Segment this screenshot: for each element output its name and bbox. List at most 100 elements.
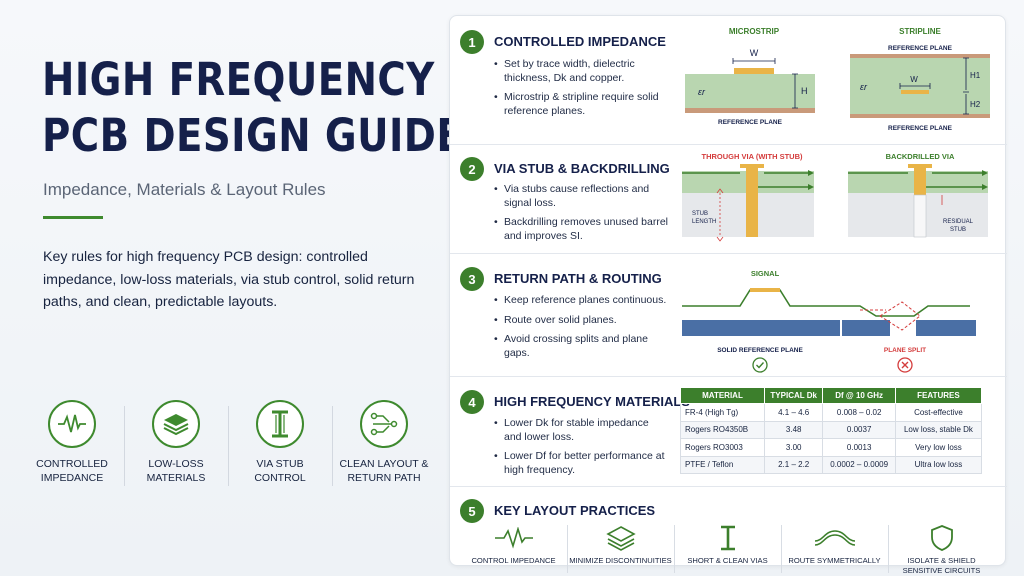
practice-label: CONTROL IMPEDANCE <box>471 556 556 565</box>
section-materials: 4 HIGH FREQUENCY MATERIALS Lower Dk for … <box>450 376 1007 486</box>
bullet-item: Set by trace width, dielectric thickness… <box>494 58 669 85</box>
via-icon <box>720 525 735 551</box>
section-return-path: 3 RETURN PATH & ROUTING Keep reference p… <box>450 253 1007 376</box>
via-icon <box>272 410 288 438</box>
layers-icon <box>163 414 189 436</box>
column-header: FEATURES <box>894 387 983 404</box>
stub-length-label-1: STUB <box>692 211 708 217</box>
stripline-plane-top-label: REFERENCE PLANE <box>888 45 953 52</box>
section-number: 5 <box>460 499 484 523</box>
bullet-list: Lower Dk for stable impedance and lower … <box>494 417 669 483</box>
title-divider <box>43 216 103 219</box>
backdrilled-via-title: BACKDRILLED VIA <box>886 152 955 161</box>
stripline-title: STRIPLINE <box>899 27 941 36</box>
section-number: 2 <box>460 157 484 181</box>
page-subtitle: Impedance, Materials & Layout Rules <box>43 180 326 199</box>
feature-label: CLEAN LAYOUT & RETURN PATH <box>339 458 429 484</box>
practice-minimize-discontinuities: MINIMIZE DISCONTINUITIES <box>567 523 674 576</box>
table-cell: Rogers RO4350B <box>680 420 765 439</box>
solid-reference-plane <box>682 320 840 336</box>
table-cell: 4.1 – 4.6 <box>763 403 824 422</box>
section-heading: KEY LAYOUT PRACTICES <box>494 503 656 518</box>
stripline-plane-bottom-label: REFERENCE PLANE <box>888 125 953 132</box>
practice-label: ROUTE SYMMETRICALLY <box>788 556 881 565</box>
table-row: FR-4 (High Tg) 4.1 – 4.6 0.008 – 0.02 Co… <box>680 403 983 422</box>
microstrip-er-label: εr <box>698 87 706 97</box>
bullet-item: Keep reference planes continuous. <box>494 294 669 308</box>
microstrip-height-label: H <box>801 86 808 96</box>
bullet-item: Microstrip & stripline require solid ref… <box>494 91 669 118</box>
microstrip-dielectric <box>685 74 815 108</box>
practice-label: MINIMIZE DISCONTINUITIES <box>569 556 672 565</box>
microstrip-title: MICROSTRIP <box>729 27 780 36</box>
table-row: PTFE / Teflon 2.1 – 2.2 0.0002 – 0.0009 … <box>680 455 983 474</box>
table-cell: 2.1 – 2.2 <box>763 455 824 474</box>
section-controlled-impedance: 1 CONTROLLED IMPEDANCE Set by trace widt… <box>450 16 1007 144</box>
feature-label: VIA STUB CONTROL <box>254 458 306 484</box>
return-path-diagram: SIGNAL SOLID REFERENCE PLANE PLANE SPLIT <box>682 269 976 373</box>
feature-label: CONTROLLED IMPEDANCE <box>36 458 108 484</box>
column-header: TYPICAL Dk <box>763 387 824 404</box>
residual-stub-label-2: STUB <box>950 227 966 233</box>
table-header-row: MATERIAL TYPICAL Dk Df @ 10 GHz FEATURES <box>680 387 983 404</box>
table-row: Rogers RO3003 3.00 0.0013 Very low loss <box>680 438 983 457</box>
bullet-item: Backdrilling removes unused barrel and i… <box>494 216 669 243</box>
cross-icon <box>897 357 913 373</box>
layers-icon <box>605 526 636 551</box>
practices-row: CONTROL IMPEDANCE MINIMIZE DISCONTINUITI… <box>460 523 995 576</box>
stripline-h2-label: H2 <box>970 100 981 109</box>
stripline-er-label: εr <box>860 82 868 92</box>
signal-label: SIGNAL <box>751 269 780 278</box>
section-heading: RETURN PATH & ROUTING <box>494 271 662 286</box>
table-cell: Rogers RO3003 <box>680 438 765 457</box>
feature-clean-layout: CLEAN LAYOUT & RETURN PATH <box>332 396 436 496</box>
feature-via-stub-control: VIA STUB CONTROL <box>228 396 332 496</box>
stripline-h1-label: H1 <box>970 71 981 80</box>
section-heading: VIA STUB & BACKDRILLING <box>494 161 670 176</box>
bullet-item: Lower Df for better performance at high … <box>494 450 669 477</box>
bullet-list: Keep reference planes continuous. Route … <box>494 294 669 366</box>
microstrip-ground <box>685 108 815 113</box>
practice-label: SHORT & CLEAN VIAS <box>687 556 768 565</box>
residual-stub-label-1: RESIDUAL <box>943 219 974 225</box>
stripline-trace <box>901 90 929 94</box>
through-via-barrel <box>746 165 758 237</box>
table-cell: 3.00 <box>763 438 824 457</box>
section-heading: HIGH FREQUENCY MATERIALS <box>494 394 690 409</box>
stub-length-label-2: LENGTH <box>692 219 716 225</box>
section-layout-practices: 5 KEY LAYOUT PRACTICES CONTROL IMPEDANCE… <box>450 486 1007 575</box>
waveform-icon <box>494 527 533 549</box>
table-cell: 0.008 – 0.02 <box>822 403 896 422</box>
table-cell: Very low loss <box>894 438 983 457</box>
section-number: 1 <box>460 30 484 54</box>
microstrip-plane-label: REFERENCE PLANE <box>718 119 783 126</box>
backdrilled-via-barrel <box>914 165 926 195</box>
check-icon <box>752 357 768 373</box>
feature-label: LOW-LOSS MATERIALS <box>146 458 206 484</box>
practice-short-vias: SHORT & CLEAN VIAS <box>674 523 781 576</box>
table-row: Rogers RO4350B 3.48 0.0037 Low loss, sta… <box>680 420 983 439</box>
bullet-item: Via stubs cause reflections and signal l… <box>494 183 669 210</box>
left-column: HIGH FREQUENCY PCB DESIGN GUIDE Impedanc… <box>0 0 463 576</box>
symmetric-route-icon <box>814 530 855 546</box>
bullet-list: Set by trace width, dielectric thickness… <box>494 58 669 124</box>
plane-split-label: PLANE SPLIT <box>884 347 926 354</box>
feature-low-loss-materials: LOW-LOSS MATERIALS <box>124 396 228 496</box>
through-via-title: THROUGH VIA (WITH STUB) <box>702 152 803 161</box>
section-number: 4 <box>460 390 484 414</box>
column-header: Df @ 10 GHz <box>822 387 896 404</box>
intro-text: Key rules for high frequency PCB design:… <box>43 249 415 310</box>
table-cell: PTFE / Teflon <box>680 455 765 474</box>
table-cell: 0.0037 <box>822 420 896 439</box>
table-cell: Ultra low loss <box>894 455 983 474</box>
bullet-list: Via stubs cause reflections and signal l… <box>494 183 669 249</box>
via-diagram: THROUGH VIA (WITH STUB) STUB LENGTH BACK… <box>682 152 988 242</box>
signal-trace <box>682 289 970 317</box>
practice-label: ISOLATE & SHIELD SENSITIVE CIRCUITS <box>902 556 981 575</box>
section-via-stub: 2 VIA STUB & BACKDRILLING Via stubs caus… <box>450 144 1007 253</box>
table-cell: 0.0002 – 0.0009 <box>822 455 896 474</box>
table-cell: 0.0013 <box>822 438 896 457</box>
bullet-item: Lower Dk for stable impedance and lower … <box>494 417 669 444</box>
waveform-icon <box>58 414 86 433</box>
circuit-trace-icon <box>370 412 398 436</box>
